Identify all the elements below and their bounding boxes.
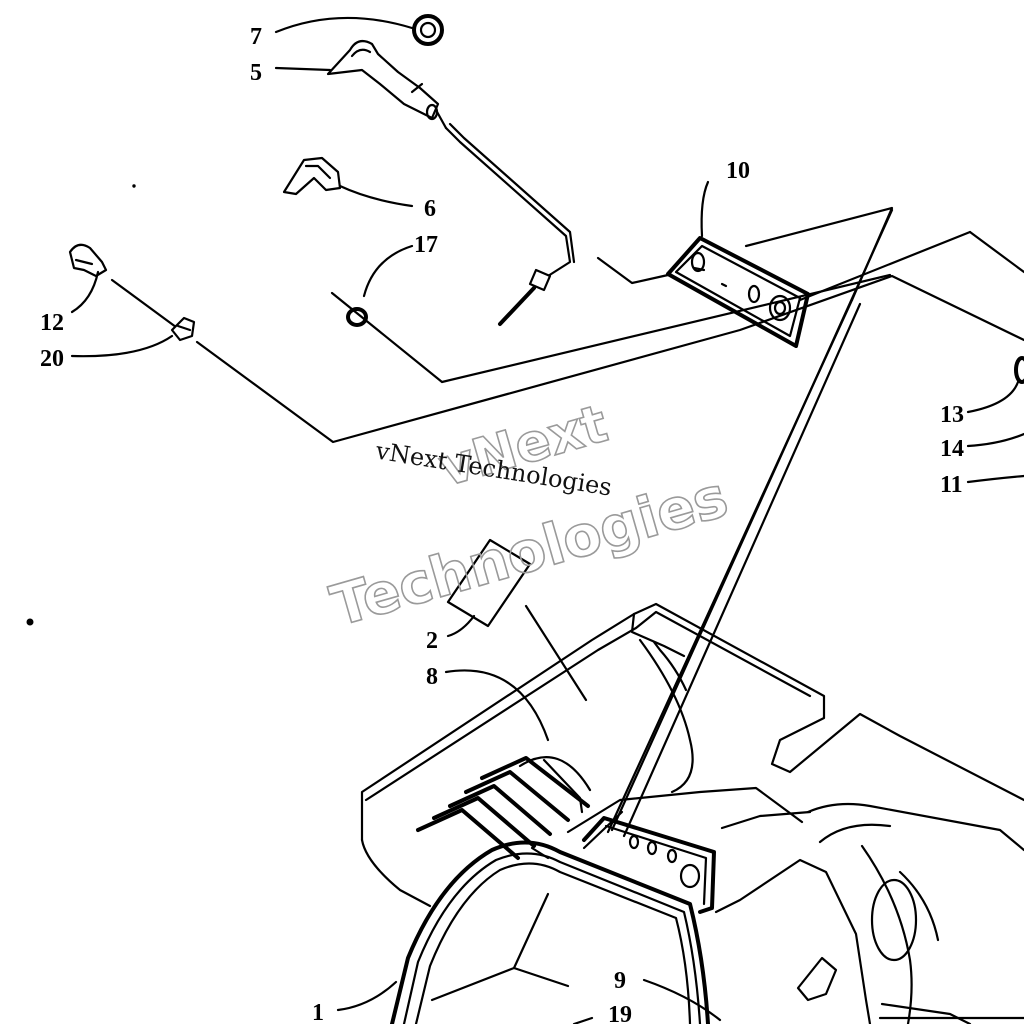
hood-vents [416,756,592,860]
part-10-gauge-panel [666,236,810,348]
stray-dot [26,618,34,626]
callout-8: 8 [426,664,438,690]
callout-13: 13 [940,402,964,428]
part-2-decal [446,538,532,628]
callout-6: 6 [424,196,436,222]
callout-12: 12 [40,310,64,336]
leader-lines [70,16,1024,1024]
callout-5: 5 [250,60,262,86]
part-6-clip [282,156,342,196]
callout-1: 1 [312,1000,324,1024]
hood-assembly [360,298,1024,1024]
part-7-grommet [412,14,444,46]
windshield-frame [390,840,710,1024]
callout-9: 9 [614,968,626,994]
hood-gauge-cluster [582,816,716,914]
callout-11: 11 [940,472,963,498]
part-5-throttle-lever [326,39,448,130]
callout-20: 20 [40,346,64,372]
stray-dot [132,184,136,188]
part-17-grommet [346,307,368,327]
callout-2: 2 [426,628,438,654]
throttle-cable [444,122,576,326]
callout-10: 10 [726,158,750,184]
part-12-light-bulb-housing [68,243,108,278]
callout-14: 14 [940,436,964,462]
watermark: vNext Technologies vNext Technologies [323,393,735,640]
callout-labels: 7 5 6 17 10 12 20 13 14 11 2 8 1 9 19 [40,24,964,1024]
part-20-socket [170,316,196,342]
callout-17: 17 [414,232,438,258]
callout-7: 7 [250,24,262,50]
part-13-knob [1014,356,1024,384]
callout-19: 19 [608,1002,632,1024]
